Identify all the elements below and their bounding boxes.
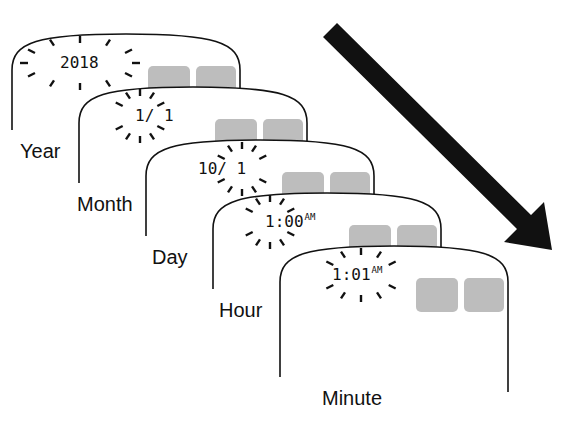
blink-ray: [126, 133, 130, 139]
lcd-display: 10/ 1: [198, 160, 246, 178]
blink-ray: [50, 80, 54, 86]
blink-ray: [228, 186, 232, 192]
blink-ray: [326, 285, 333, 289]
blink-ray: [28, 50, 35, 54]
blink-ray: [157, 103, 164, 107]
blink-ray: [79, 36, 81, 43]
setting-label: Day: [152, 246, 188, 268]
setting-label: Year: [20, 140, 60, 162]
blink-ray: [360, 295, 362, 302]
am-indicator: AM: [372, 265, 383, 275]
blink-ray: [106, 40, 110, 46]
lcd-display: 2018: [60, 54, 99, 72]
blink-ray: [389, 262, 396, 266]
card-outline: [276, 242, 516, 417]
blink-ray: [125, 73, 132, 77]
blink-ray: [341, 292, 345, 298]
blink-ray: [252, 186, 256, 192]
setting-label-box: Year: [20, 140, 60, 163]
setting-label-box: Hour: [219, 299, 262, 322]
blink-ray: [79, 83, 81, 90]
blink-ray: [341, 252, 345, 258]
blink-ray: [125, 50, 132, 54]
blink-ray: [259, 156, 266, 160]
setting-label: Month: [77, 193, 133, 215]
blink-ray: [157, 126, 164, 130]
device-display-card: 1:01AM Minute: [276, 242, 516, 417]
lcd-digits: 1:01: [332, 265, 371, 284]
lcd-display: 1:00AM: [265, 213, 315, 231]
lcd-digits: 10/ 1: [198, 159, 246, 178]
blink-ray: [218, 156, 225, 160]
blink-ray: [28, 73, 35, 77]
blink-ray: [246, 209, 253, 213]
blink-ray: [252, 146, 256, 152]
blink-ray: [259, 179, 266, 183]
blink-ray: [280, 199, 284, 205]
blink-ray: [126, 93, 130, 99]
lcd-digits: 1:00: [265, 212, 304, 231]
am-indicator: AM: [305, 212, 316, 222]
blink-ray: [269, 242, 271, 249]
blink-ray: [269, 195, 271, 202]
blink-ray: [132, 62, 140, 64]
blink-ray: [256, 239, 260, 245]
blink-ray: [256, 199, 260, 205]
blink-ray: [377, 252, 381, 258]
blink-ray: [150, 133, 154, 139]
lcd-digits: 2018: [60, 53, 99, 72]
blink-ray: [20, 62, 28, 64]
blink-ray: [241, 189, 243, 196]
blink-ray: [241, 142, 243, 149]
blink-ray: [326, 262, 333, 266]
setting-label: Minute: [322, 387, 382, 409]
setting-label: Hour: [219, 299, 262, 321]
lcd-digits: 1/ 1: [135, 106, 174, 125]
blink-ray: [150, 93, 154, 99]
blink-ray: [218, 179, 225, 183]
blink-ray: [287, 232, 294, 236]
blink-ray: [139, 89, 141, 96]
button: [416, 278, 458, 312]
blink-ray: [116, 126, 123, 130]
setting-label-box: Month: [77, 193, 133, 216]
blink-ray: [246, 232, 253, 236]
card-face: [280, 246, 508, 392]
blink-ray: [389, 285, 396, 289]
lcd-display: 1/ 1: [135, 107, 174, 125]
button: [464, 278, 504, 312]
blink-ray: [50, 40, 54, 46]
blink-ray: [116, 103, 123, 107]
blink-ray: [280, 239, 284, 245]
card-outline: [280, 246, 508, 392]
setting-label-box: Day: [152, 246, 188, 269]
setting-label-box: Minute: [322, 387, 382, 410]
blink-ray: [228, 146, 232, 152]
blink-ray: [139, 136, 141, 143]
lcd-display: 1:01AM: [332, 266, 382, 284]
blink-ray: [360, 248, 362, 255]
blink-ray: [287, 209, 294, 213]
blink-ray: [377, 292, 381, 298]
blink-ray: [106, 80, 110, 86]
